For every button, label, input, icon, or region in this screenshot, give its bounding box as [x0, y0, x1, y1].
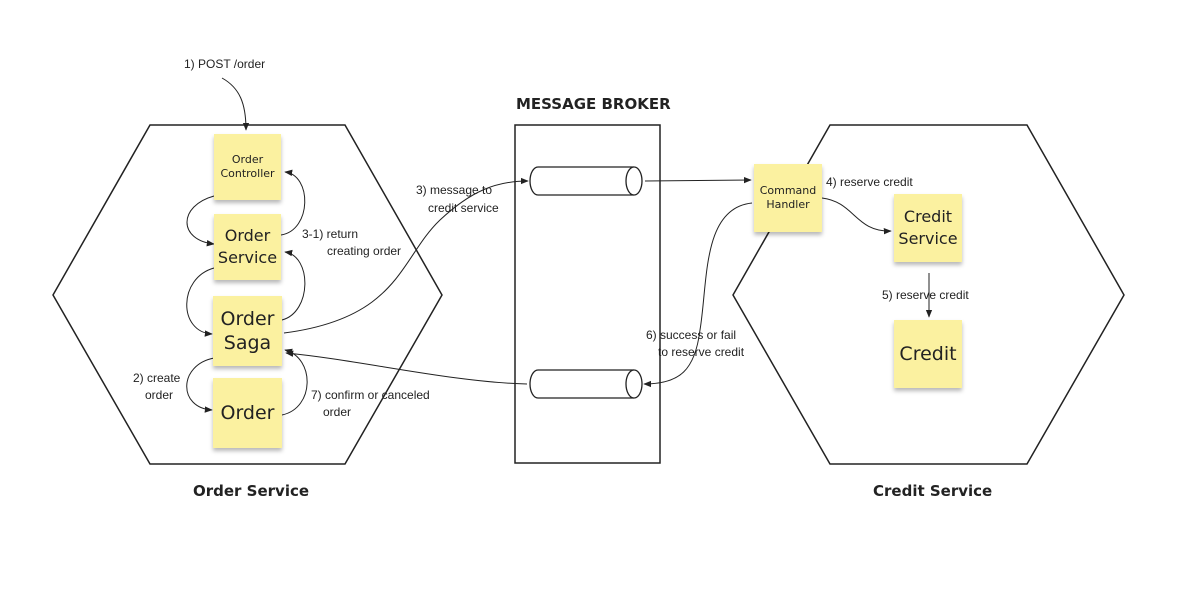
arrow-queue-to-handler [644, 176, 752, 184]
label-reserve-credit-5: 5) reserve credit [882, 288, 969, 302]
label-message-to-line2: credit service [428, 201, 499, 215]
command-handler-note: Command Handler [754, 164, 822, 232]
label-confirm-line1: 7) confirm or canceled [311, 388, 430, 402]
label-post-order: 1) POST /order [184, 57, 266, 71]
label-success-fail-line1: 6) success or fail [646, 328, 737, 342]
outbound-queue-pipe [529, 166, 643, 196]
arrow-service-to-controller [280, 169, 306, 236]
order-service-note: Order Service [214, 214, 281, 280]
label-return-line1: 3-1) return [302, 227, 359, 241]
arrow-post-order [221, 77, 250, 131]
message-broker-title: MESSAGE BROKER [516, 95, 671, 113]
arrow-order-to-saga [281, 348, 308, 416]
arrow-service-to-saga [186, 267, 215, 337]
arrow-queue-to-saga [285, 350, 528, 385]
label-reserve-credit-4: 4) reserve credit [826, 175, 913, 189]
arrow-handler-to-queue [643, 202, 753, 388]
credit-service-title: Credit Service [873, 482, 993, 500]
label-create-order-line2: order [145, 388, 174, 402]
order-service-title: Order Service [193, 482, 310, 500]
arrow-saga-to-service [281, 249, 306, 321]
label-message-to-line1: 3) message to [416, 183, 493, 197]
order-saga-note: Order Saga [213, 296, 282, 366]
arrow-saga-to-order [186, 357, 215, 413]
label-confirm-line2: order [323, 405, 352, 419]
credit-note: Credit [894, 320, 962, 388]
label-success-fail-line2: to reserve credit [658, 345, 745, 359]
arrow-controller-to-service [186, 195, 215, 247]
credit-service-note: Credit Service [894, 194, 962, 262]
arrow-saga-to-queue [283, 177, 529, 334]
message-broker-box [514, 124, 661, 464]
label-return-line2: creating order [327, 244, 402, 258]
arrow-handler-to-credit-service [821, 197, 892, 235]
credit-service-hexagon [732, 124, 1125, 465]
order-controller-note: Order Controller [214, 134, 281, 200]
order-service-hexagon [52, 124, 443, 465]
order-note: Order [213, 378, 282, 448]
inbound-queue-pipe [529, 369, 643, 399]
label-create-order-line1: 2) create [133, 371, 181, 385]
